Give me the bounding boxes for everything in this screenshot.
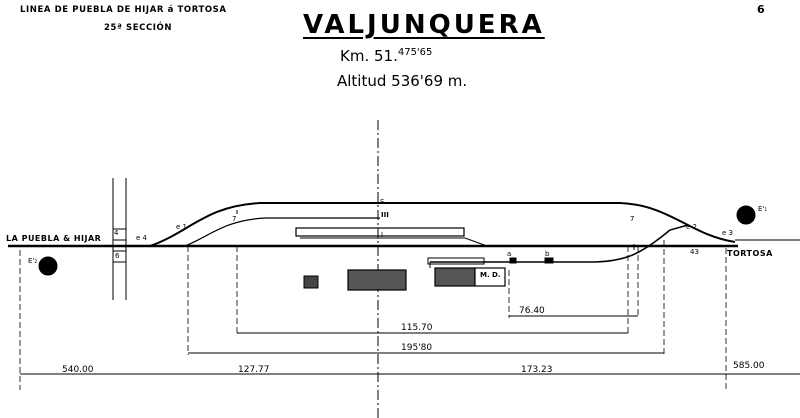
md-building-light (474, 267, 506, 287)
switch-a-mark (509, 257, 517, 264)
signal-left-label: E'₂ (28, 257, 38, 265)
siding-s-line (149, 202, 736, 247)
dim-195-label: 195'80 (401, 343, 433, 353)
num-4-label: 4 (114, 229, 119, 237)
num-e2-label: e 2 (686, 223, 697, 231)
dim-127-label: 127.77 (238, 365, 270, 375)
num-6-label: 6 (115, 252, 120, 260)
small-building (303, 275, 319, 289)
small-7a-label: 7 (232, 215, 237, 223)
siding-i-switch (464, 237, 488, 247)
line-name: LINEA DE PUEBLA DE HIJAR á TORTOSA (20, 5, 227, 15)
num-e3-label: e 3 (722, 229, 733, 237)
switch-a-label: a (507, 250, 512, 258)
dim-173-label: 173.23 (521, 365, 553, 375)
dim-540-label: 540.00 (62, 365, 94, 375)
station-km-suffix: 475'65 (397, 47, 433, 58)
platform-lower (427, 257, 485, 265)
station-km-prefix: Km. 51. (340, 47, 398, 65)
left-box-bottom (112, 250, 127, 263)
switch-b-mark (544, 257, 554, 264)
station-building (347, 269, 407, 291)
destination-label: TORTOSA (727, 249, 773, 258)
dim-76-label: 76.40 (519, 306, 545, 316)
station-title: VALJUNQUERA (303, 10, 545, 40)
md-label: M. D. (480, 271, 501, 279)
left-box-top (112, 228, 127, 241)
num-e4-label: e 4 (136, 234, 147, 242)
md-building-dark (434, 267, 476, 287)
track-3-label: III (381, 211, 389, 219)
origin-label: LA PUEBLA & HIJAR (6, 234, 102, 243)
platform-i (295, 227, 465, 237)
dim-115-label: 115.70 (401, 323, 433, 333)
page-number: 6 (757, 3, 765, 16)
dim-585-label: 585.00 (733, 361, 765, 371)
num-43-label: 43 (690, 248, 699, 256)
small-7b-label: 7 (630, 215, 635, 223)
signal-right-disc (736, 205, 756, 225)
track-s-label: S (380, 198, 385, 206)
lower-siding-line (430, 224, 689, 263)
signal-right-label: E'₁ (758, 205, 768, 213)
station-altitude: Altitud 536'69 m. (337, 72, 468, 90)
station-km: Km. 51.475'65 (340, 47, 433, 65)
section-label: 25ª SECCIÓN (104, 23, 173, 33)
num-e1-label: e 1 (176, 223, 187, 231)
switch-b-label: b (545, 250, 550, 258)
siding-iii-line (184, 217, 380, 247)
track-1-label: I (381, 231, 384, 239)
